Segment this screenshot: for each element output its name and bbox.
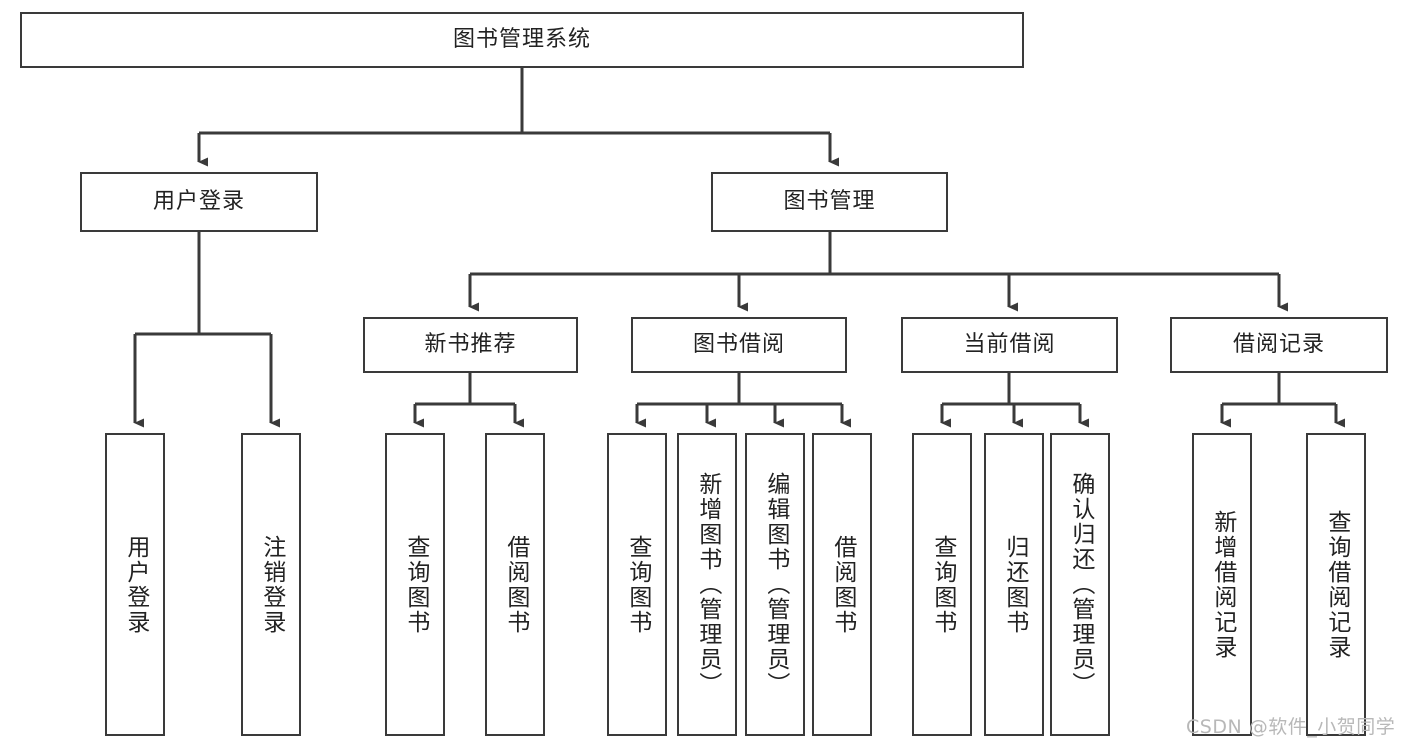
node-leaf-logout[interactable]: 注销登录 xyxy=(241,433,301,736)
node-leaf-user-login[interactable]: 用户登录 xyxy=(105,433,165,736)
node-root-label: 图书管理系统 xyxy=(452,27,591,52)
node-leaf-confirm-return-admin-label: 确认归还（管理员） xyxy=(1067,472,1094,697)
node-leaf-query-book-current-label: 查询图书 xyxy=(929,534,956,635)
node-book-management-label: 图书管理 xyxy=(783,189,876,214)
node-leaf-return-book-label: 归还图书 xyxy=(1001,534,1028,635)
node-user-login-label: 用户登录 xyxy=(152,189,245,214)
connector-current-borrow-to-leaves xyxy=(940,373,1089,428)
node-leaf-add-borrow-record-label: 新增借阅记录 xyxy=(1209,509,1236,660)
node-leaf-add-borrow-record[interactable]: 新增借阅记录 xyxy=(1192,433,1252,736)
node-leaf-query-borrow-record[interactable]: 查询借阅记录 xyxy=(1306,433,1366,736)
node-borrow-record-label: 借阅记录 xyxy=(1232,332,1325,357)
node-book-borrow-label: 图书借阅 xyxy=(692,332,785,357)
node-leaf-confirm-return-admin[interactable]: 确认归还（管理员） xyxy=(1050,433,1110,736)
node-leaf-edit-book-admin[interactable]: 编辑图书（管理员） xyxy=(745,433,805,736)
connector-new-book-recommend-to-leaves xyxy=(413,373,524,428)
node-book-management[interactable]: 图书管理 xyxy=(711,172,948,232)
node-leaf-borrow-book-label: 借阅图书 xyxy=(829,534,856,635)
connector-user-login-to-leaves xyxy=(133,232,280,428)
node-current-borrow[interactable]: 当前借阅 xyxy=(901,317,1118,373)
node-leaf-query-book-borrow[interactable]: 查询图书 xyxy=(607,433,667,736)
node-borrow-record[interactable]: 借阅记录 xyxy=(1170,317,1388,373)
node-leaf-query-book-recommend-label: 查询图书 xyxy=(402,534,429,635)
node-leaf-query-borrow-record-label: 查询借阅记录 xyxy=(1323,509,1350,660)
node-leaf-query-book-current[interactable]: 查询图书 xyxy=(912,433,972,736)
node-new-book-recommend[interactable]: 新书推荐 xyxy=(363,317,578,373)
node-root-system[interactable]: 图书管理系统 xyxy=(20,12,1024,68)
node-book-borrow[interactable]: 图书借阅 xyxy=(631,317,847,373)
node-current-borrow-label: 当前借阅 xyxy=(963,332,1056,357)
node-leaf-logout-label: 注销登录 xyxy=(258,534,285,635)
connector-book-borrow-to-leaves xyxy=(635,373,851,428)
node-leaf-add-book-admin[interactable]: 新增图书（管理员） xyxy=(677,433,737,736)
node-new-book-recommend-label: 新书推荐 xyxy=(424,332,517,357)
node-leaf-query-book-recommend[interactable]: 查询图书 xyxy=(385,433,445,736)
node-leaf-user-login-label: 用户登录 xyxy=(122,534,149,635)
node-leaf-query-book-borrow-label: 查询图书 xyxy=(624,534,651,635)
connector-book-management-to-level2 xyxy=(468,232,1288,312)
connector-borrow-record-to-leaves xyxy=(1220,373,1345,428)
node-leaf-borrow-book-recommend-label: 借阅图书 xyxy=(502,534,529,635)
node-leaf-add-book-admin-label: 新增图书（管理员） xyxy=(694,472,721,697)
connector-root-to-level1 xyxy=(197,68,839,167)
node-leaf-return-book[interactable]: 归还图书 xyxy=(984,433,1044,736)
node-leaf-edit-book-admin-label: 编辑图书（管理员） xyxy=(762,472,789,697)
node-leaf-borrow-book[interactable]: 借阅图书 xyxy=(812,433,872,736)
node-leaf-borrow-book-recommend[interactable]: 借阅图书 xyxy=(485,433,545,736)
node-user-login[interactable]: 用户登录 xyxy=(80,172,318,232)
